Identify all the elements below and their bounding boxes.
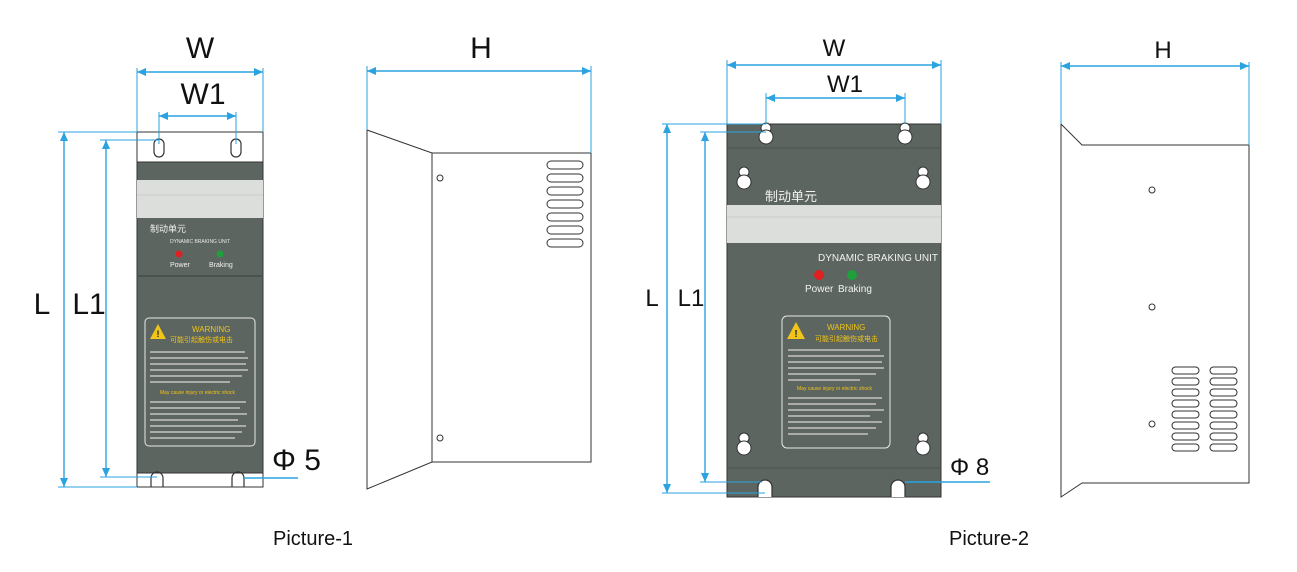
fig1-l-label: L <box>34 288 51 321</box>
fig2-w-label: W <box>823 35 846 62</box>
fig1-side-vents <box>546 160 584 248</box>
fig2-side-screw-mid <box>1148 303 1156 311</box>
fig1-l1-label: L1 <box>72 288 105 321</box>
fig2-hole-label: Φ 8 <box>950 454 989 481</box>
fig1-warning-text-lines <box>150 351 248 439</box>
fig1-warning-box <box>144 317 256 447</box>
fig2-label-band <box>727 205 941 243</box>
fig1-side-view: H <box>366 32 592 490</box>
fig2-side-screw-top <box>1148 186 1156 194</box>
fig1-warning-title: WARNING <box>192 325 230 334</box>
fig2-braking-label: Braking <box>838 284 872 295</box>
fig1-power-label: Power <box>170 262 191 269</box>
fig2-keyhole-top-left <box>758 122 774 145</box>
fig2-braking-led <box>847 270 857 280</box>
fig2-side-screw-bottom <box>1148 420 1156 428</box>
fig2-l-label: L <box>645 285 658 312</box>
fig2-keyhole-low-left <box>736 432 752 456</box>
fig2-warning-note: May cause injury or electric shock <box>797 386 873 392</box>
fig1-warning-note: May cause injury or electric shock <box>160 390 236 396</box>
fig2-power-led <box>814 270 824 280</box>
fig1-warning-icon <box>150 324 166 339</box>
fig2-l1-label: L1 <box>678 285 705 312</box>
fig1-front-view: 制动单元 DYNAMIC BRAKING UNIT Power Braking … <box>136 131 264 488</box>
fig1-braking-label: Braking <box>209 262 233 269</box>
fig1-top-left-slot <box>153 138 165 158</box>
fig1-panel-seam <box>137 275 263 277</box>
fig1-panel-title: 制动单元 <box>150 223 186 234</box>
fig2-warning-text-lines <box>788 349 884 435</box>
fig1-side-screw-top <box>436 174 444 182</box>
fig2-warning-label: ! WARNING 可能引起触伤或电击 May cause injury or … <box>781 315 891 449</box>
fig1-warning-label: ! WARNING 可能引起触伤或电击 May cause injury or … <box>144 317 256 447</box>
fig2-mount-keyholes <box>736 122 931 456</box>
fig1-w1-label: W1 <box>181 78 226 111</box>
fig1-bottom-right-slot <box>231 471 245 487</box>
fig2-warning-icon <box>787 322 805 339</box>
fig2-front-panel <box>726 123 942 498</box>
fig2-h-label: H <box>1154 37 1171 64</box>
fig2-warning-title: WARNING <box>827 323 865 332</box>
fig2-bottom-right-slot <box>890 479 906 497</box>
fig1-mount-slots <box>150 138 245 487</box>
fig2-power-label: Power <box>805 284 834 295</box>
fig2-dimensions: W W1 L L1 Φ 8 <box>645 35 990 494</box>
fig2-bottom-left-slot <box>757 479 773 497</box>
fig2-side-vents <box>1171 366 1238 452</box>
fig2-warning-box <box>781 315 891 449</box>
fig2-front-view: 制动单元 DYNAMIC BRAKING UNIT Power Braking … <box>726 122 942 498</box>
fig2-w1-label: W1 <box>827 71 863 98</box>
fig2-keyhole-top-right <box>897 122 913 145</box>
fig2-warning-subtitle: 可能引起触伤或电击 <box>815 334 878 343</box>
fig1-h-label: H <box>470 32 492 65</box>
fig2-side-view: H <box>1060 37 1250 498</box>
fig1-top-right-slot <box>230 138 242 158</box>
fig2-side-outline <box>1060 122 1250 498</box>
fig2-keyhole-mid-left <box>736 166 752 190</box>
fig1-hole-label: Φ 5 <box>272 444 321 477</box>
fig1-label-band <box>137 180 263 218</box>
fig2-keyhole-mid-right <box>915 166 931 190</box>
fig1-power-led <box>175 250 183 258</box>
fig2-panel-subtitle: DYNAMIC BRAKING UNIT <box>818 253 938 264</box>
fig1-side-outline <box>366 129 592 490</box>
fig1-panel-subtitle: DYNAMIC BRAKING UNIT <box>170 239 230 245</box>
fig1-side-screw-bottom <box>436 434 444 442</box>
fig1-braking-led <box>216 250 224 258</box>
fig1-dimensions: W W1 L L1 Φ 5 <box>34 32 321 488</box>
fig1-caption: Picture-1 <box>273 528 353 550</box>
fig2-panel-title: 制动单元 <box>765 189 817 204</box>
svg-text:!: ! <box>794 329 797 340</box>
fig2-keyhole-low-right <box>915 432 931 456</box>
svg-text:!: ! <box>157 329 160 339</box>
fig1-w-label: W <box>186 32 215 65</box>
fig2-caption: Picture-2 <box>949 528 1029 550</box>
fig1-warning-subtitle: 可能引起触伤或电击 <box>170 335 233 344</box>
